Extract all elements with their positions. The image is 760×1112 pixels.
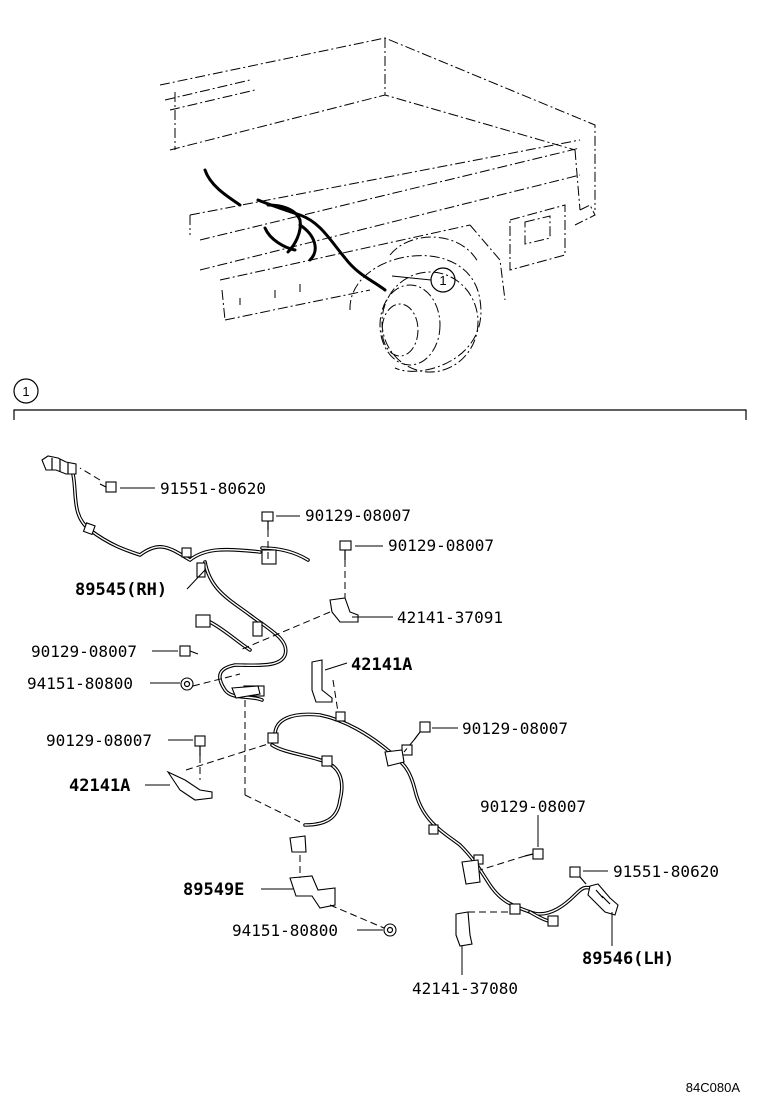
label-91551-80620-lh: 91551-80620: [613, 862, 719, 881]
label-90129-08007-e: 90129-08007: [462, 719, 568, 738]
label-91551-80620-rh: 91551-80620: [160, 479, 266, 498]
label-89545-rh: 89545(RH): [75, 580, 167, 600]
label-94151-80800-b: 94151-80800: [232, 921, 338, 940]
sensor-head-rh: [41, 455, 77, 475]
label-90129-08007-b: 90129-08007: [388, 536, 494, 555]
fasteners: [99, 481, 587, 937]
lh-harness: [267, 711, 619, 927]
sensor-head-lh: [587, 883, 619, 916]
bolt-91551-80620-lh: [569, 866, 587, 885]
section-bracket: [13, 409, 747, 420]
bracket-42141-37080: [455, 911, 473, 947]
label-42141-37080: 42141-37080: [412, 979, 518, 998]
label-90129-08007-c: 90129-08007: [31, 642, 137, 661]
leader-lines: [120, 487, 613, 975]
label-94151-80800-a: 94151-80800: [27, 674, 133, 693]
callout-number-truck: 1: [439, 273, 446, 288]
connector-rh: [195, 614, 211, 628]
bolt-90129-08007-f: [524, 848, 544, 860]
label-90129-08007-f: 90129-08007: [480, 797, 586, 816]
label-42141a-upper: 42141A: [351, 655, 412, 675]
label-42141-37091: 42141-37091: [397, 608, 503, 627]
bolt-90129-08007-e: [413, 721, 431, 741]
label-90129-08007-d: 90129-08007: [46, 731, 152, 750]
bolt-90129-08007-a: [261, 511, 274, 530]
bracket-89549e: [289, 875, 336, 909]
bracket-42141a-lower: [166, 770, 213, 801]
assembly-lines: [79, 467, 526, 929]
bolt-90129-08007-c: [179, 645, 199, 657]
bracket-42141-37091: [329, 597, 359, 623]
label-42141a-lower: 42141A: [69, 776, 130, 796]
bracket-42141a-upper: [311, 659, 333, 703]
label-89549e: 89549E: [183, 880, 244, 900]
label-90129-08007-a: 90129-08007: [305, 506, 411, 525]
bolt-91551-80620-rh: [99, 481, 117, 493]
section-header: 1: [13, 378, 747, 420]
nut-94151-80800-a: [180, 677, 194, 691]
truck-illustration: 1: [159, 37, 596, 373]
callout-circle-section: [13, 378, 39, 404]
bolt-90129-08007-d: [194, 735, 206, 756]
part-labels: 91551-80620 90129-08007 90129-08007 8954…: [27, 479, 719, 998]
nut-94151-80800-b: [383, 923, 397, 937]
diagram-code: 84C080A: [686, 1080, 741, 1095]
bolt-90129-08007-b: [339, 540, 352, 560]
brackets: [166, 597, 481, 947]
callout-number-section: 1: [22, 384, 29, 399]
label-89546-lh: 89546(LH): [582, 949, 674, 969]
